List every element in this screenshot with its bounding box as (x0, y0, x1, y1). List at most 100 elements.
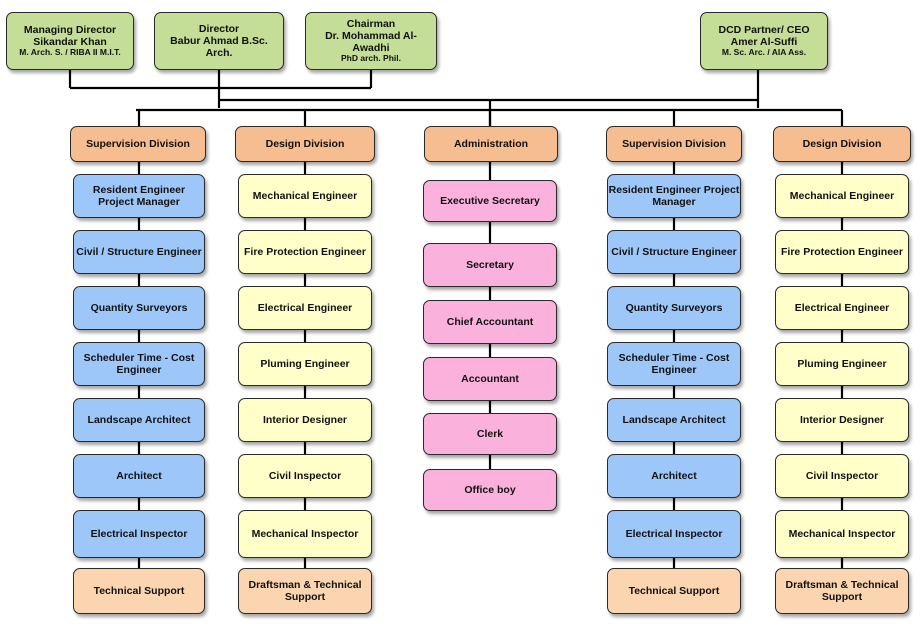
role-label: Fire Protection Engineer (244, 245, 366, 258)
role-box: Technical Support (73, 568, 205, 614)
executive-title-line: Babur Ahmad B.Sc. (170, 34, 268, 47)
role-box: Civil / Structure Engineer (73, 230, 205, 274)
division-title: Administration (453, 137, 529, 150)
role-label: Chief Accountant (446, 315, 534, 328)
role-box: Chief Accountant (423, 300, 557, 344)
role-box: Architect (607, 454, 741, 498)
executive-credentials: M. Sc. Arc. / AIA Ass. (721, 47, 807, 58)
role-box: Interior Designer (775, 398, 909, 442)
role-label: Electrical Inspector (90, 527, 188, 540)
role-box: Secretary (423, 243, 557, 287)
role-label: Resident Engineer Project Manager (608, 183, 740, 208)
role-label: Executive Secretary (440, 194, 540, 207)
role-box: Electrical Engineer (775, 286, 909, 330)
role-box: Technical Support (607, 568, 741, 614)
role-label: Architect (116, 469, 162, 482)
role-box: Scheduler Time - Cost Engineer (73, 342, 205, 386)
role-box: Civil / Structure Engineer (607, 230, 741, 274)
role-label: Mechanical Engineer (789, 189, 895, 202)
role-box: Electrical Inspector (73, 510, 205, 558)
role-label: Office boy (464, 483, 516, 496)
role-label: Scheduler Time - Cost Engineer (618, 351, 730, 376)
role-label: Civil / Structure Engineer (76, 245, 202, 258)
role-label: Resident Engineer Project Manager (92, 183, 186, 208)
executive-credentials: PhD arch. Phil. (341, 53, 401, 64)
role-label: Mechanical Inspector (788, 527, 896, 540)
division-title: Supervision Division (86, 137, 190, 150)
role-box: Mechanical Engineer (775, 174, 909, 218)
division-head-design-right: Design Division (773, 126, 911, 162)
role-label: Landscape Architect (622, 413, 726, 426)
role-box: Fire Protection Engineer (238, 230, 372, 274)
role-label: Technical Support (93, 584, 185, 597)
executive-title-line: Amer Al-Suffi (730, 36, 798, 49)
role-box: Quantity Surveyors (607, 286, 741, 330)
role-box: Mechanical Inspector (775, 510, 909, 558)
role-label: Interior Designer (799, 413, 885, 426)
role-box: Architect (73, 454, 205, 498)
role-label: Clerk (476, 427, 504, 440)
role-label: Pluming Engineer (260, 357, 350, 370)
executive-title-line: Dr. Mohammad Al- (325, 30, 417, 43)
role-label: Quantity Surveyors (625, 301, 723, 314)
role-box: Pluming Engineer (238, 342, 372, 386)
division-head-design-left: Design Division (235, 126, 375, 162)
role-box: Fire Protection Engineer (775, 230, 909, 274)
role-box: Mechanical Inspector (238, 510, 372, 558)
role-label: Scheduler Time - Cost Engineer (83, 351, 195, 376)
role-label: Fire Protection Engineer (781, 245, 903, 258)
division-head-supervision-right: Supervision Division (606, 126, 742, 162)
role-label: Technical Support (628, 584, 720, 597)
executive-title-line: Awadhi (352, 42, 390, 55)
executive-title-line: Sikandar Khan (33, 36, 107, 49)
role-label: Draftsman & Technical Support (785, 578, 899, 603)
division-title: Design Division (802, 137, 882, 150)
role-label: Accountant (461, 372, 519, 385)
role-box: Clerk (423, 413, 557, 455)
role-box: Office boy (423, 469, 557, 511)
division-head-administration: Administration (424, 126, 558, 162)
role-label: Civil / Structure Engineer (611, 245, 737, 258)
role-label: Electrical Engineer (794, 301, 890, 314)
role-box: Quantity Surveyors (73, 286, 205, 330)
role-label: Interior Designer (262, 413, 348, 426)
role-label: Quantity Surveyors (90, 301, 188, 314)
role-box: Electrical Inspector (607, 510, 741, 558)
role-box: Landscape Architect (607, 398, 741, 442)
role-label: Civil Inspector (805, 469, 879, 482)
executive-title-line: Director (198, 22, 240, 35)
role-box: Interior Designer (238, 398, 372, 442)
role-label: Civil Inspector (268, 469, 342, 482)
role-label: Pluming Engineer (797, 357, 887, 370)
role-box: Pluming Engineer (775, 342, 909, 386)
role-box: Draftsman & Technical Support (775, 568, 909, 614)
role-box: Resident Engineer Project Manager (607, 174, 741, 218)
executive-title-line: Chairman (346, 18, 396, 31)
role-box: Executive Secretary (423, 180, 557, 222)
role-label: Electrical Engineer (257, 301, 353, 314)
role-box: Scheduler Time - Cost Engineer (607, 342, 741, 386)
role-label: Secretary (466, 258, 514, 271)
role-label: Landscape Architect (87, 413, 191, 426)
role-box: Landscape Architect (73, 398, 205, 442)
executive-title-line: Arch. (205, 47, 233, 60)
division-head-supervision-left: Supervision Division (70, 126, 206, 162)
role-box: Civil Inspector (238, 454, 372, 498)
role-box: Draftsman & Technical Support (238, 568, 372, 614)
role-label: Electrical Inspector (625, 527, 723, 540)
role-box: Electrical Engineer (238, 286, 372, 330)
executive-title-line: DCD Partner/ CEO (718, 24, 810, 37)
role-box: Accountant (423, 357, 557, 401)
role-label: Draftsman & Technical Support (248, 578, 362, 603)
division-title: Supervision Division (622, 137, 726, 150)
role-box: Civil Inspector (775, 454, 909, 498)
executive-title-line: Managing Director (23, 24, 117, 37)
role-label: Architect (651, 469, 697, 482)
role-box: Mechanical Engineer (238, 174, 372, 218)
role-box: Resident Engineer Project Manager (73, 174, 205, 218)
